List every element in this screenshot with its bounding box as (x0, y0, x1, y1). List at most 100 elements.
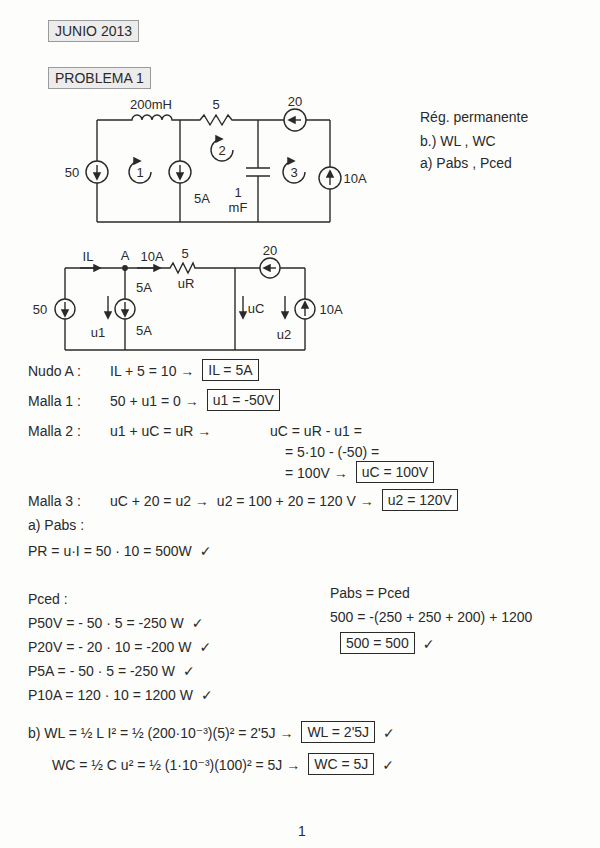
source-arrow (329, 171, 330, 185)
voltage-arrow (284, 296, 285, 318)
source-arrow (124, 302, 125, 316)
task-note: b.) WL , WC (420, 132, 496, 150)
result-box: IL = 5A (202, 359, 258, 381)
equation-text: 500 = -(250 + 250 + 200) + 1200 (330, 608, 532, 626)
equation-text: = 5·10 - (-50) = (285, 443, 379, 461)
result-text: u1 = -50V (213, 391, 274, 409)
source-wire (64, 268, 65, 350)
voltage-source (260, 258, 280, 278)
equation-text: IL + 5 = 10 → (110, 362, 194, 380)
result-box: u2 = 120V (382, 489, 458, 511)
equation-text: Pabs = Pced (330, 584, 410, 602)
equation-text: 50 + u1 = 0 → (110, 392, 199, 410)
equation-text: Malla 1 : (28, 392, 81, 410)
result-text: u2 = 120V (388, 491, 452, 509)
equation-text: WC = ½ C u² = ½ (1·10⁻³)(100)² = 5J → (52, 756, 300, 774)
branch-wire (234, 268, 235, 350)
equation-text: b) WL = ½ L I² = ½ (200·10⁻³)(5)² = 2'5J… (28, 724, 293, 742)
capacitor-symbol (246, 120, 270, 222)
component-label: 50 (65, 165, 79, 180)
equation-text: PR = u·I = 50 · 10 = 500W (28, 542, 192, 560)
equation-text: Malla 2 : (28, 422, 81, 440)
equation-text: u2 = 100 + 20 = 120 V → (217, 492, 374, 510)
component-label: uR (178, 276, 195, 291)
equation-text: a) Pabs : (28, 516, 84, 534)
component-label: 50 (33, 302, 47, 317)
mesh-arrow (129, 161, 151, 183)
current-source (295, 299, 315, 319)
voltage-source (55, 299, 75, 319)
equation-text: Pced : (28, 590, 68, 608)
mesh-arrow (211, 139, 233, 161)
node-dot (123, 266, 127, 270)
check-mark: ✓ (383, 724, 395, 742)
equation-text: uC = uR - u1 = (270, 422, 362, 440)
current-source (169, 161, 191, 183)
component-label: 5 (212, 97, 219, 112)
voltage-arrow (242, 296, 243, 318)
current-source (319, 167, 341, 189)
result-text: uC = 100V (362, 463, 429, 481)
voltage-source (86, 161, 108, 183)
mesh-number: 1 (136, 165, 143, 180)
check-mark: ✓ (200, 542, 212, 560)
problem-heading: PROBLEMA 1 (48, 67, 151, 89)
component-label: IL (83, 249, 94, 264)
source-wire (329, 120, 330, 222)
task-note: Rég. permanente (420, 108, 528, 126)
check-mark: ✓ (192, 614, 204, 632)
voltage-arrow (107, 296, 108, 318)
source-wire (96, 120, 97, 222)
mesh-arrow (283, 161, 305, 183)
circuit-two (55, 258, 315, 350)
equation-text: P20V = - 20 · 10 = -200 W (28, 638, 191, 656)
check-mark: ✓ (201, 686, 213, 704)
voltage-source (284, 109, 306, 131)
component-label: 10A (343, 171, 366, 186)
component-label: 10A (140, 249, 163, 264)
component-label: 20 (263, 243, 277, 258)
component-label: 5A (136, 280, 152, 295)
source-arrow (304, 302, 305, 316)
equation-text: = 100V → (285, 464, 348, 482)
result-text: WL = 2'5J (307, 723, 369, 741)
result-text: 500 = 500 (346, 634, 409, 652)
source-wire (304, 268, 305, 350)
source-wire (179, 120, 180, 222)
current-arrow (137, 267, 160, 268)
check-mark: ✓ (183, 662, 195, 680)
circuit-one (86, 109, 341, 222)
result-box: 500 = 500 (340, 632, 415, 654)
component-label: 5 (181, 246, 188, 261)
equation-text: u1 + uC = uR → (110, 422, 211, 440)
equation-text: P5A = - 50 · 5 = -250 W (28, 662, 175, 680)
top-wire (97, 115, 330, 125)
equation-text: P50V = - 50 · 5 = -250 W (28, 614, 184, 632)
component-label: uC (248, 301, 265, 316)
bottom-wire (65, 349, 305, 350)
current-arrow (80, 267, 100, 268)
component-label: 5A (136, 323, 152, 338)
mesh-number: 2 (218, 143, 225, 158)
result-box: uC = 100V (356, 461, 435, 483)
check-mark: ✓ (423, 635, 435, 653)
component-label: A (121, 248, 130, 263)
bottom-wire (97, 221, 330, 222)
equation-text: P10A = 120 · 10 = 1200 W (28, 686, 193, 704)
result-box: WC = 5J (308, 753, 374, 775)
result-text: IL = 5A (208, 361, 252, 379)
component-label: 1 mF (227, 185, 249, 215)
check-mark: ✓ (199, 638, 211, 656)
source-arrow (179, 165, 180, 179)
mesh-number: 3 (290, 165, 297, 180)
result-text: WC = 5J (314, 755, 368, 773)
task-note: a) Pabs , Pced (420, 154, 512, 172)
source-arrow (64, 302, 65, 316)
component-label: 10A (319, 302, 342, 317)
result-box: WL = 2'5J (301, 721, 375, 743)
component-label: u2 (277, 327, 291, 342)
check-mark: ✓ (382, 756, 394, 774)
exam-title: JUNIO 2013 (48, 20, 139, 42)
component-label: 200mH (130, 97, 172, 112)
